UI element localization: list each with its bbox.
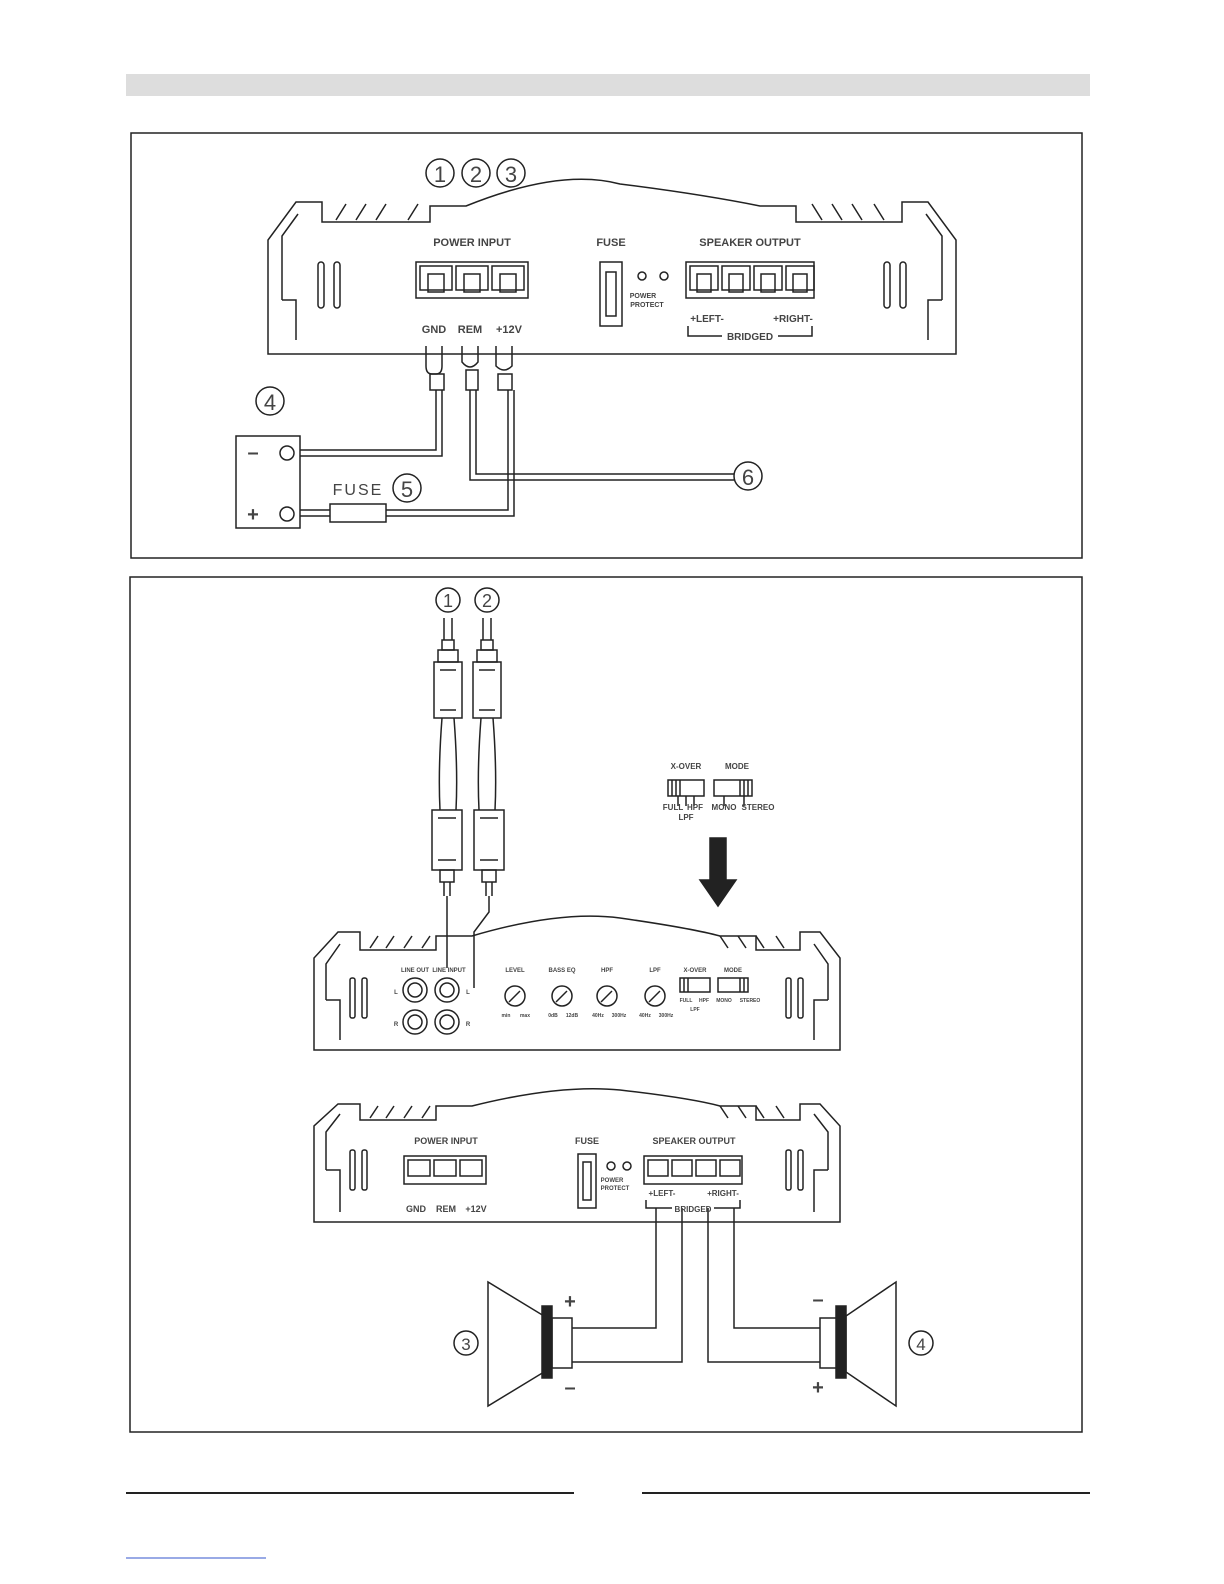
label-power-input: POWER INPUT [433,237,511,249]
header-bar [126,74,1090,96]
label-protect: PROTECT [630,302,664,309]
callout-5: 5 [401,477,413,502]
label-rear-speaker-output: SPEAKER OUTPUT [652,1136,736,1146]
label-front-mono: MONO [716,998,732,1004]
label-lpf: LPF [649,968,661,974]
rca-cables [431,587,505,988]
callout-3: 3 [505,162,517,187]
label-rear-power: POWER [601,1178,624,1184]
label-front-xover: X-OVER [683,968,707,974]
label-front-lpf: LPF [690,1007,699,1013]
label-40hz-b: 40Hz [639,1013,651,1019]
legend-lpf: LPF [678,813,693,822]
top-panel-frame [130,132,1083,559]
label-rear-protect: PROTECT [601,1186,630,1192]
top-callouts [255,158,763,503]
label-front-l1: L [394,990,398,996]
label-rear-rem: REM [436,1204,456,1214]
label-left: +LEFT- [690,314,724,325]
callout-6: 6 [742,465,754,490]
rear-amplifier [313,1087,841,1223]
label-front-hpf: HPF [699,998,709,1004]
label-rem: REM [458,324,482,336]
label-hpf: HPF [601,968,613,974]
speaker4-plus: + [812,1377,824,1399]
label-level: LEVEL [505,968,525,974]
label-12v: +12V [496,324,523,336]
label-rear-bridged: BRIDGED [675,1205,712,1214]
label-rear-gnd: GND [406,1204,427,1214]
legend-hpf: HPF [687,803,703,812]
label-lineinput: LINE INPUT [432,968,466,974]
label-rear-fuse: FUSE [575,1136,599,1146]
battery [235,435,301,529]
label-fuse: FUSE [596,237,625,249]
label-gnd: GND [422,324,447,336]
speaker4-minus: – [812,1289,823,1311]
speaker3-plus: + [564,1291,576,1313]
callout-b2: 2 [482,591,492,611]
callout-b4: 4 [916,1335,925,1354]
bottom-panel-frame [129,576,1083,1433]
battery-minus: – [247,442,258,464]
legend-mono: MONO [712,803,737,812]
label-rear-12v: +12V [465,1204,486,1214]
legend-full: FULL [663,803,684,812]
label-front-stereo: STEREO [740,998,761,1004]
callout-b1: 1 [443,591,453,611]
label-lineout: LINE OUT [401,968,429,974]
label-40hz-a: 40Hz [592,1013,604,1019]
label-front-r2: R [466,1022,471,1028]
front-amplifier [313,915,841,1051]
label-rear-left: +LEFT- [649,1189,676,1198]
label-300hz-a: 300Hz [612,1013,627,1019]
label-front-r1: R [394,1022,399,1028]
label-front-l2: L [466,990,470,996]
top-amplifier-rear [267,178,957,355]
speaker-4 [819,1280,897,1408]
top-power-wiring [235,346,734,529]
label-300hz-b: 300Hz [659,1013,674,1019]
speaker-wiring [572,1208,820,1363]
label-power: POWER [630,293,656,300]
legend-mode: MODE [725,762,750,771]
switch-legend [667,779,753,806]
down-arrow [698,837,738,908]
callout-1: 1 [434,162,446,187]
callout-2: 2 [470,162,482,187]
legend-xover: X-OVER [671,762,702,771]
speaker-3 [487,1280,573,1408]
label-bridged: BRIDGED [727,332,773,343]
label-right: +RIGHT- [773,314,813,325]
speaker3-minus: – [564,1377,575,1399]
label-bassex: BASS EQ [548,968,575,974]
label-speaker-output: SPEAKER OUTPUT [699,237,801,249]
label-max: max [520,1013,530,1019]
legend-stereo: STEREO [742,803,775,812]
callout-4: 4 [264,390,276,415]
bottom-callouts [453,1330,934,1356]
label-inline-fuse: FUSE [333,482,384,499]
label-min: min [502,1013,511,1019]
label-0db: 0dB [548,1013,558,1019]
battery-plus: + [247,504,259,526]
label-front-full: FULL [680,998,693,1004]
label-12db: 12dB [566,1013,579,1019]
label-rear-power-input: POWER INPUT [414,1136,478,1146]
label-front-mode: MODE [724,968,742,974]
label-rear-right: +RIGHT- [707,1189,739,1198]
callout-b3: 3 [461,1335,470,1354]
